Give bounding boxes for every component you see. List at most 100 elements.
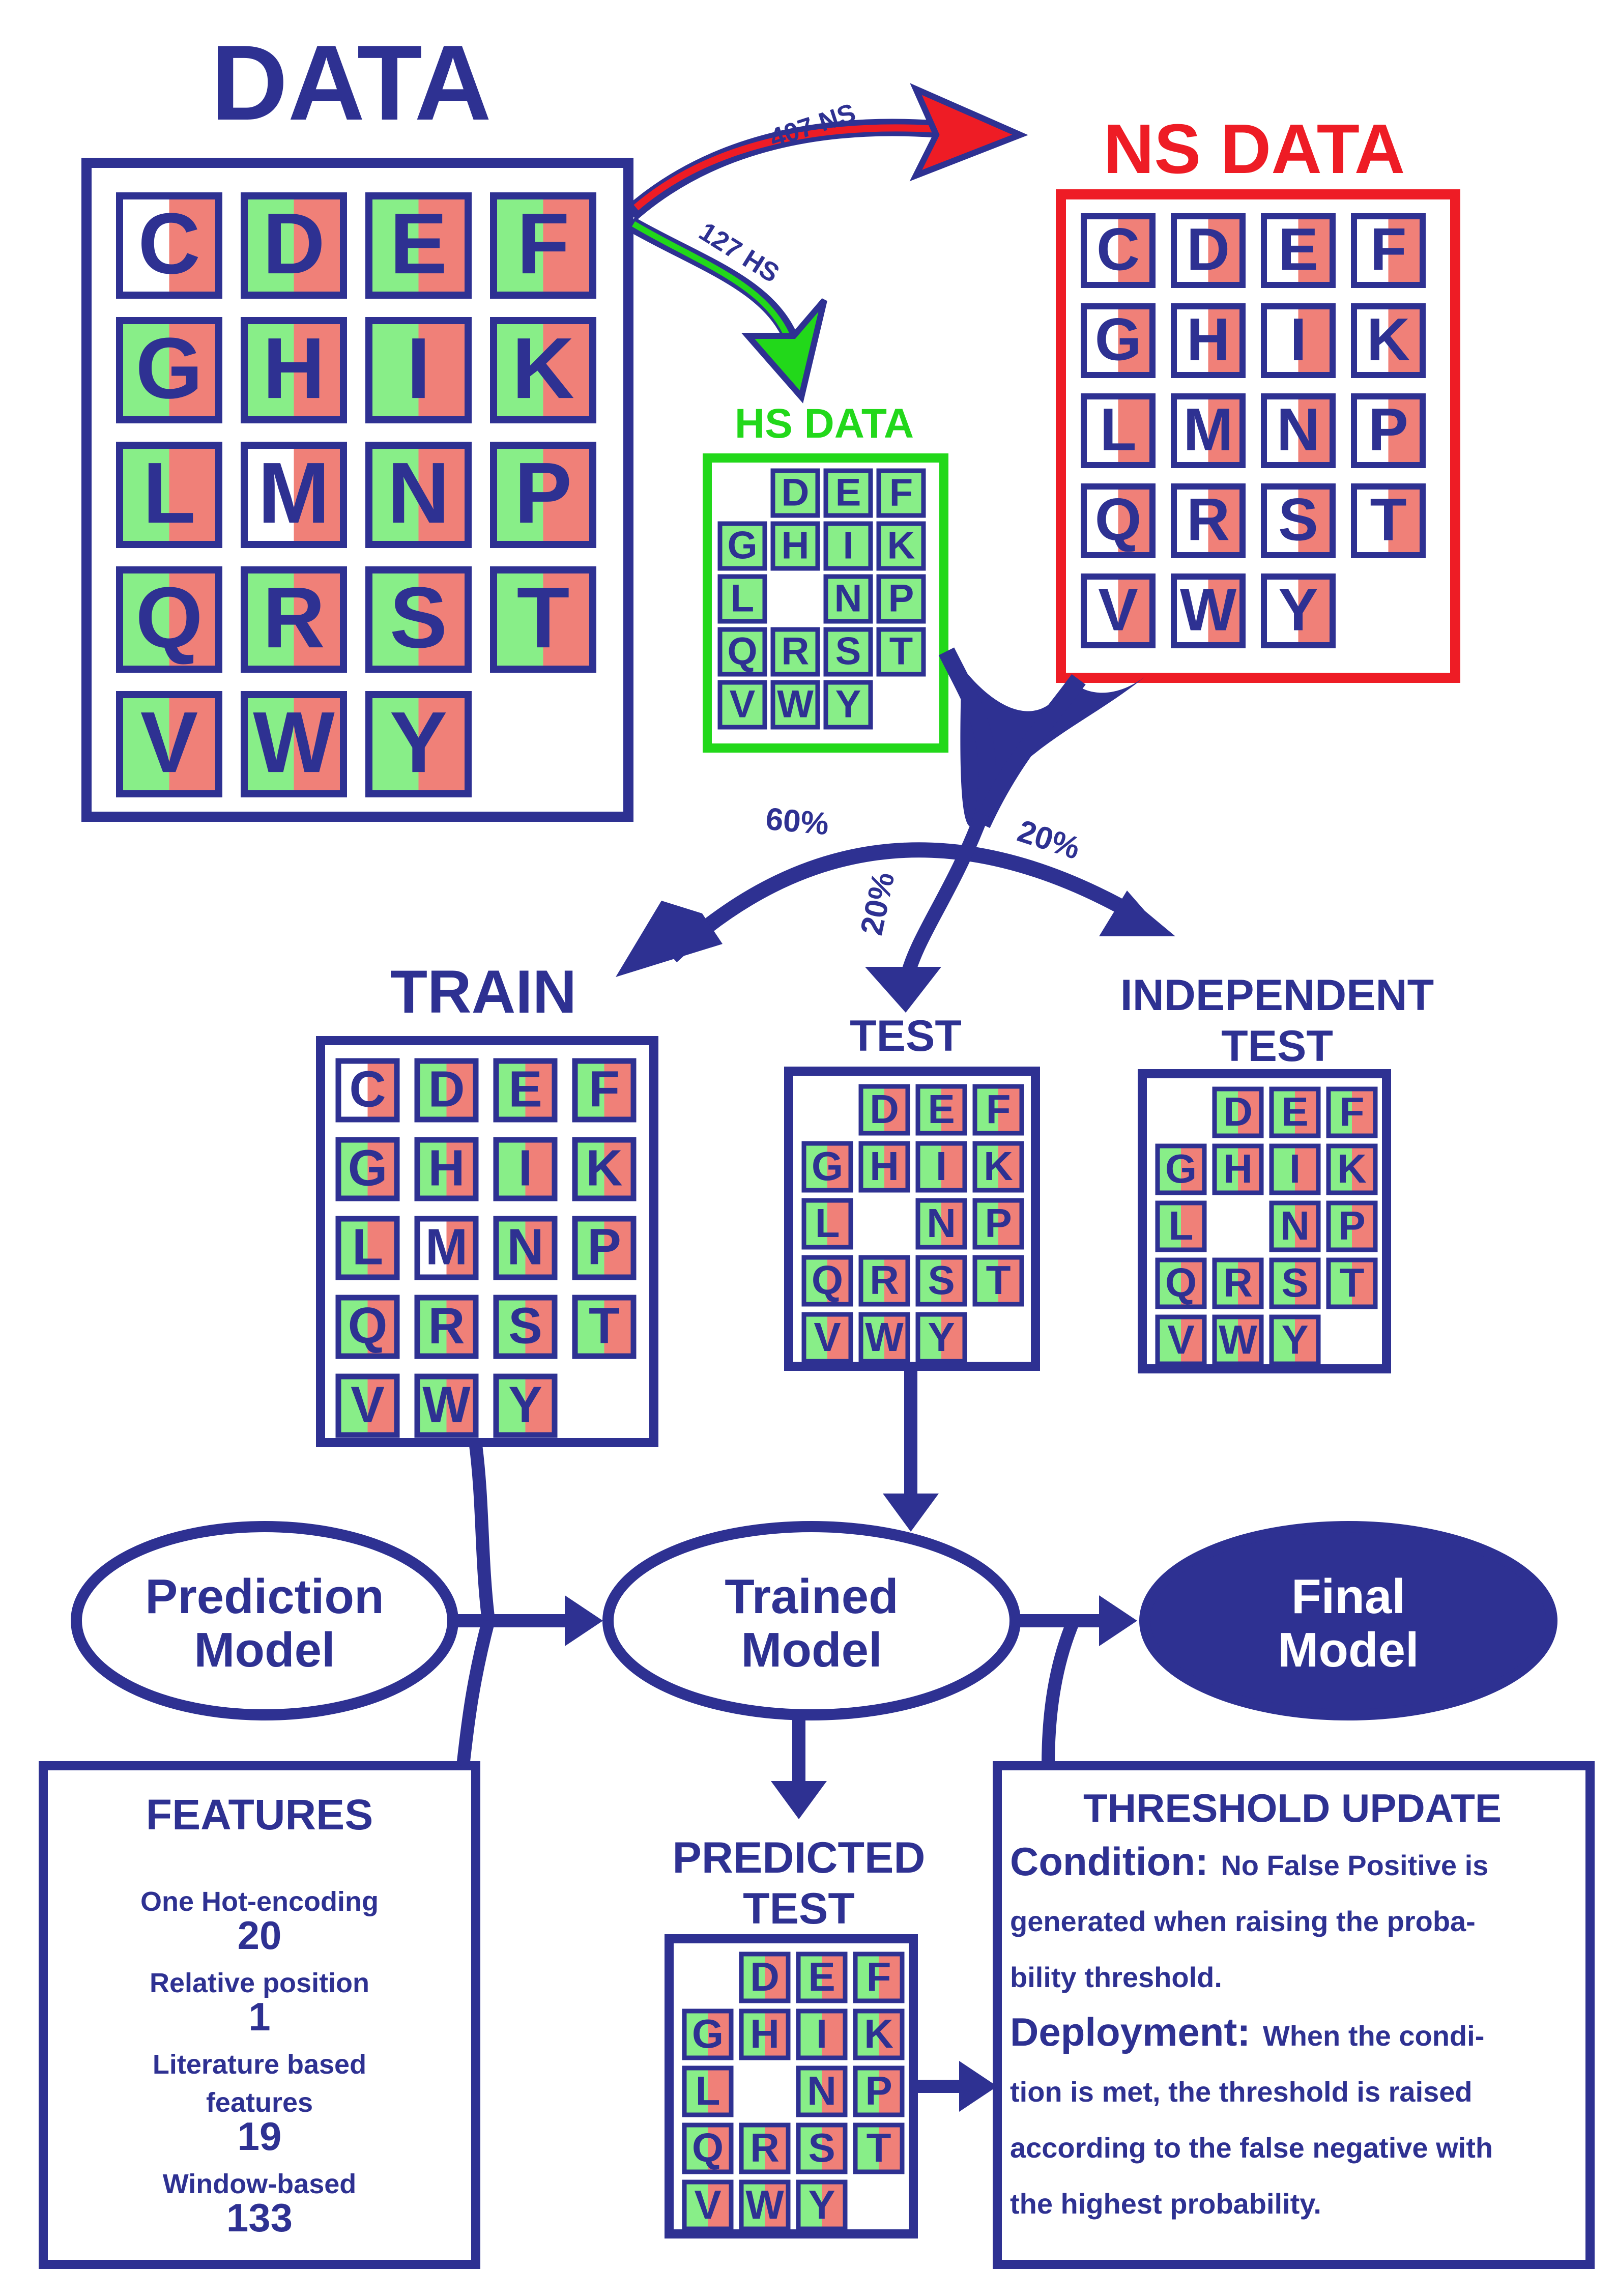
residue-letter: Y [508,1376,542,1433]
residue-cell-K: K [1326,1143,1378,1195]
residue-letter: M [1183,396,1233,463]
final-model-line2: Model [1278,1623,1419,1677]
model-flow-arrows [450,1369,1137,2112]
residue-cell-P: P [1351,393,1426,468]
residue-cell-I: I [365,317,472,423]
residue-cell-P: P [853,2065,905,2117]
residue-cell-H: H [739,2008,791,2060]
split-arc-arrow [616,812,1175,1013]
residue-cell-M: M [414,1216,479,1280]
final-model-node: Final Model [1139,1521,1557,1720]
residue-cell-Y: Y [1261,573,1336,648]
threshold-update-box [993,1761,1595,2269]
residue-letter: V [140,694,198,791]
residue-cell-S: S [796,2122,848,2174]
residue-cell-D: D [241,192,347,299]
residue-cell-P: P [1326,1200,1378,1252]
residue-cell-N: N [493,1216,558,1280]
residue-cell-R: R [1171,483,1246,558]
residue-letter: G [348,1140,388,1197]
residue-cell-V: V [335,1373,400,1438]
residue-letter: P [587,1219,621,1276]
residue-letter: E [835,471,861,514]
residue-cell-T: T [853,2122,905,2174]
residue-cell-L: L [116,442,222,548]
residue-cell-E: E [1261,213,1336,288]
residue-cell-D: D [770,468,820,518]
residue-cell-D: D [858,1084,910,1136]
residue-cell-R: R [739,2122,791,2174]
residue-letter: D [1223,1089,1253,1134]
residue-cell-R: R [414,1295,479,1359]
residue-cell-N: N [915,1198,967,1250]
residue-cell-I: I [493,1137,558,1201]
residue-cell-I: I [823,521,873,571]
residue-cell-Y: Y [796,2179,848,2231]
residue-cell-T: T [972,1255,1024,1307]
ns-count-label: 407 NS [766,98,859,154]
residue-letter: L [352,1219,383,1276]
residue-cell-H: H [1171,303,1246,378]
residue-letter: N [834,577,862,620]
residue-letter: E [1278,216,1318,283]
trained-model-node: Trained Model [602,1521,1021,1720]
feature-label-window-based: Window-based [163,2169,357,2199]
residue-cell-G: G [801,1141,853,1193]
predicted-test-title-line2: TEST [743,1884,855,1933]
residue-cell-Y: Y [493,1373,558,1438]
residue-letter: L [731,577,754,620]
residue-cell-H: H [770,521,820,571]
residue-cell-D: D [739,1951,791,2003]
residue-cell-E: E [1269,1086,1321,1138]
residue-cell-I: I [796,2008,848,2060]
residue-letter: N [927,1200,956,1246]
merge-branch [938,647,1145,828]
residue-cell-P: P [972,1198,1024,1250]
residue-letter: Y [835,683,861,726]
residue-letter: L [1169,1203,1194,1248]
residue-cell-L: L [801,1198,853,1250]
residue-letter: T [1340,1260,1365,1305]
residue-letter: T [889,630,913,673]
residue-letter: W [777,683,814,726]
feature-label-one-hot: One Hot-encoding [140,1886,379,1917]
residue-letter: D [750,1954,780,1999]
residue-letter: D [870,1086,899,1132]
residue-cell-E: E [365,192,472,299]
residue-letter: P [1368,396,1408,463]
feature-value-literature: 19 [238,2114,282,2159]
residue-cell-F: F [972,1084,1024,1136]
residue-cell-F: F [876,468,926,518]
residue-letter: W [1180,576,1237,643]
threshold-deployment-line4: the highest probability. [1010,2188,1321,2220]
residue-cell-Y: Y [1269,1314,1321,1366]
residue-letter: N [507,1219,543,1276]
residue-cell-L: L [682,2065,734,2117]
residue-cell-I: I [1269,1143,1321,1195]
residue-letter: F [589,1061,620,1118]
residue-cell-P: P [572,1216,637,1280]
residue-cell-C: C [1081,213,1156,288]
residue-letter: K [512,320,574,417]
residue-letter: I [1289,1146,1301,1191]
residue-letter: E [928,1086,955,1132]
residue-letter: T [1370,486,1406,553]
residue-cell-D: D [1212,1086,1264,1138]
residue-letter: I [936,1143,947,1189]
residue-cell-R: R [770,627,820,677]
residue-cell-P: P [876,574,926,624]
residue-cell-W: W [414,1373,479,1438]
split-test-label: 20% [854,869,901,938]
residue-letter: Y [1278,576,1318,643]
residue-letter: Q [135,569,203,666]
residue-cell-F: F [1326,1086,1378,1138]
residue-cell-R: R [241,566,347,673]
ns-data-title: NS DATA [1104,110,1405,188]
residue-letter: S [508,1298,542,1355]
residue-cell-W: W [739,2179,791,2231]
residue-letter: Q [348,1298,388,1355]
independent-test-title-line1: INDEPENDENT [1120,971,1434,1020]
residue-cell-T: T [1351,483,1426,558]
residue-cell-I: I [915,1141,967,1193]
residue-cell-V: V [1155,1314,1207,1366]
